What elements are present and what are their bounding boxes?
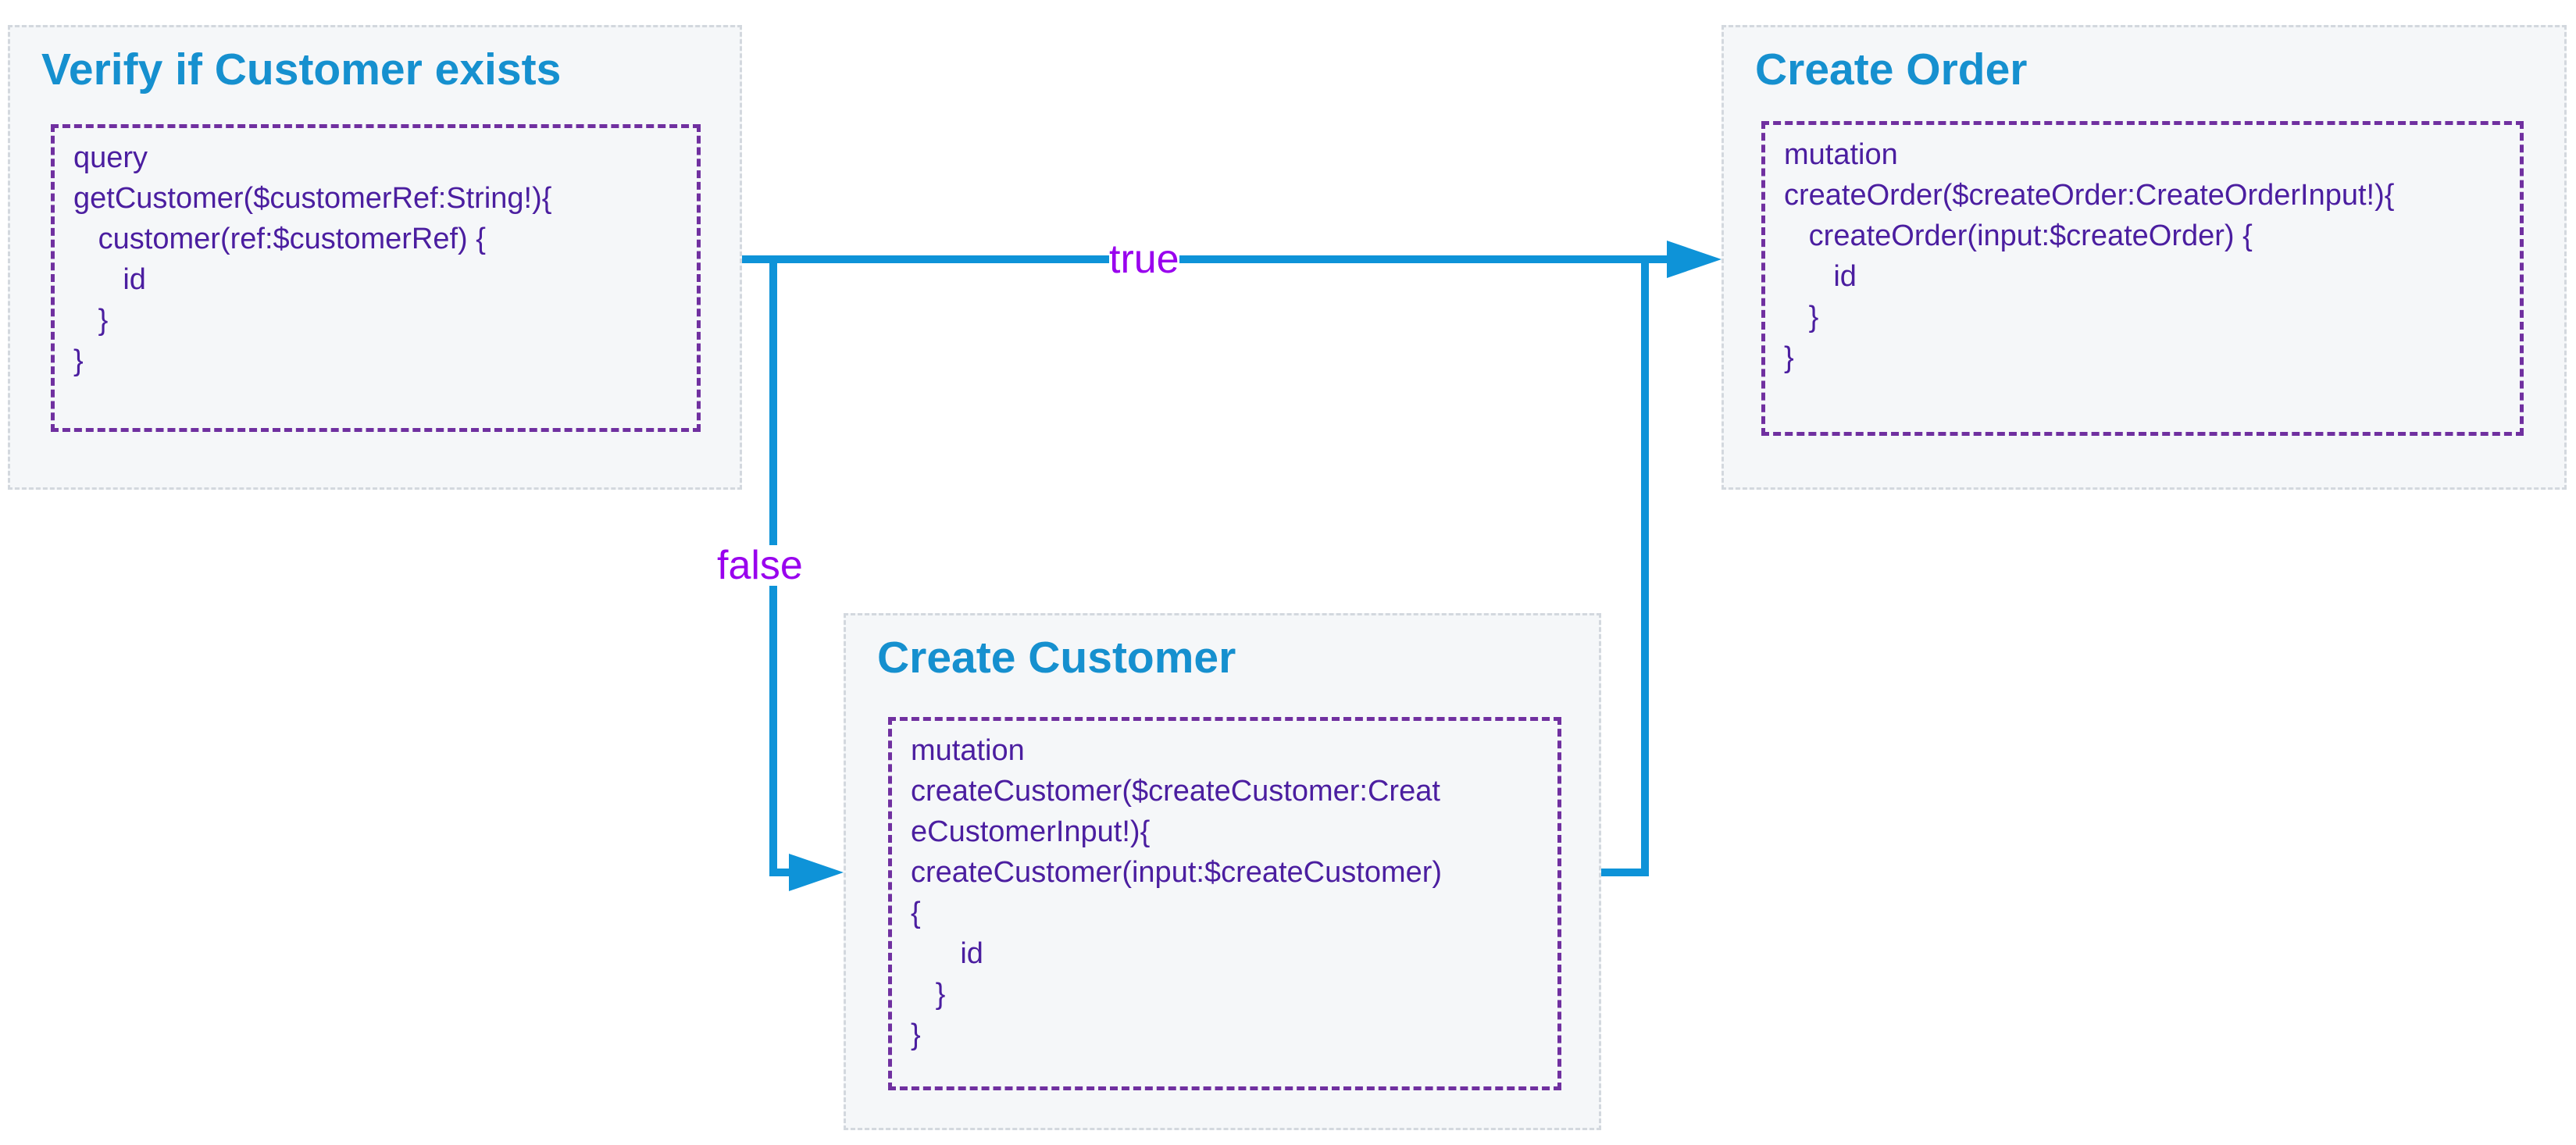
code-line: createOrder($createOrder:CreateOrderInpu…	[1784, 179, 2395, 212]
code-line: }	[73, 344, 84, 377]
verify-customer-title: Verify if Customer exists	[41, 45, 562, 95]
code-line: eCustomerInput!){	[911, 815, 1151, 848]
code-line: }	[1784, 341, 1794, 374]
false-arrowhead	[789, 854, 844, 891]
create-customer-title: Create Customer	[877, 633, 1236, 683]
edge-label-false: false	[717, 543, 803, 588]
code-line: customer(ref:$customerRef) {	[73, 223, 486, 255]
code-line: mutation	[1784, 138, 1898, 171]
code-line: createOrder(input:$createOrder) {	[1784, 219, 2253, 252]
create-order-title: Create Order	[1755, 45, 2028, 95]
verify-customer-node: Verify if Customer exists query getCusto…	[8, 25, 742, 490]
code-line: }	[73, 304, 109, 337]
code-line: createCustomer($createCustomer:Creat	[911, 775, 1440, 808]
code-line: getCustomer($customerRef:String!){	[73, 182, 552, 215]
true-arrowhead	[1667, 241, 1721, 278]
code-line: }	[911, 1018, 921, 1051]
create-customer-code: mutation createCustomer($createCustomer:…	[888, 717, 1561, 1090]
code-line: id	[911, 937, 983, 970]
code-line: {	[911, 897, 921, 929]
verify-customer-code: query getCustomer($customerRef:String!){…	[51, 124, 701, 432]
code-line: }	[1784, 301, 1819, 334]
create-customer-node: Create Customer mutation createCustomer(…	[844, 613, 1601, 1130]
code-line: id	[1784, 260, 1857, 293]
edge-label-true: true	[1109, 237, 1179, 282]
code-line: }	[911, 978, 946, 1011]
create-order-node: Create Order mutation createOrder($creat…	[1721, 25, 2567, 490]
code-line: id	[73, 263, 146, 296]
code-line: query	[73, 141, 148, 174]
code-line: mutation	[911, 734, 1025, 767]
create-order-code: mutation createOrder($createOrder:Create…	[1761, 121, 2524, 436]
customer-to-order-line	[1601, 259, 1649, 876]
code-line: createCustomer(input:$createCustomer)	[911, 856, 1443, 889]
